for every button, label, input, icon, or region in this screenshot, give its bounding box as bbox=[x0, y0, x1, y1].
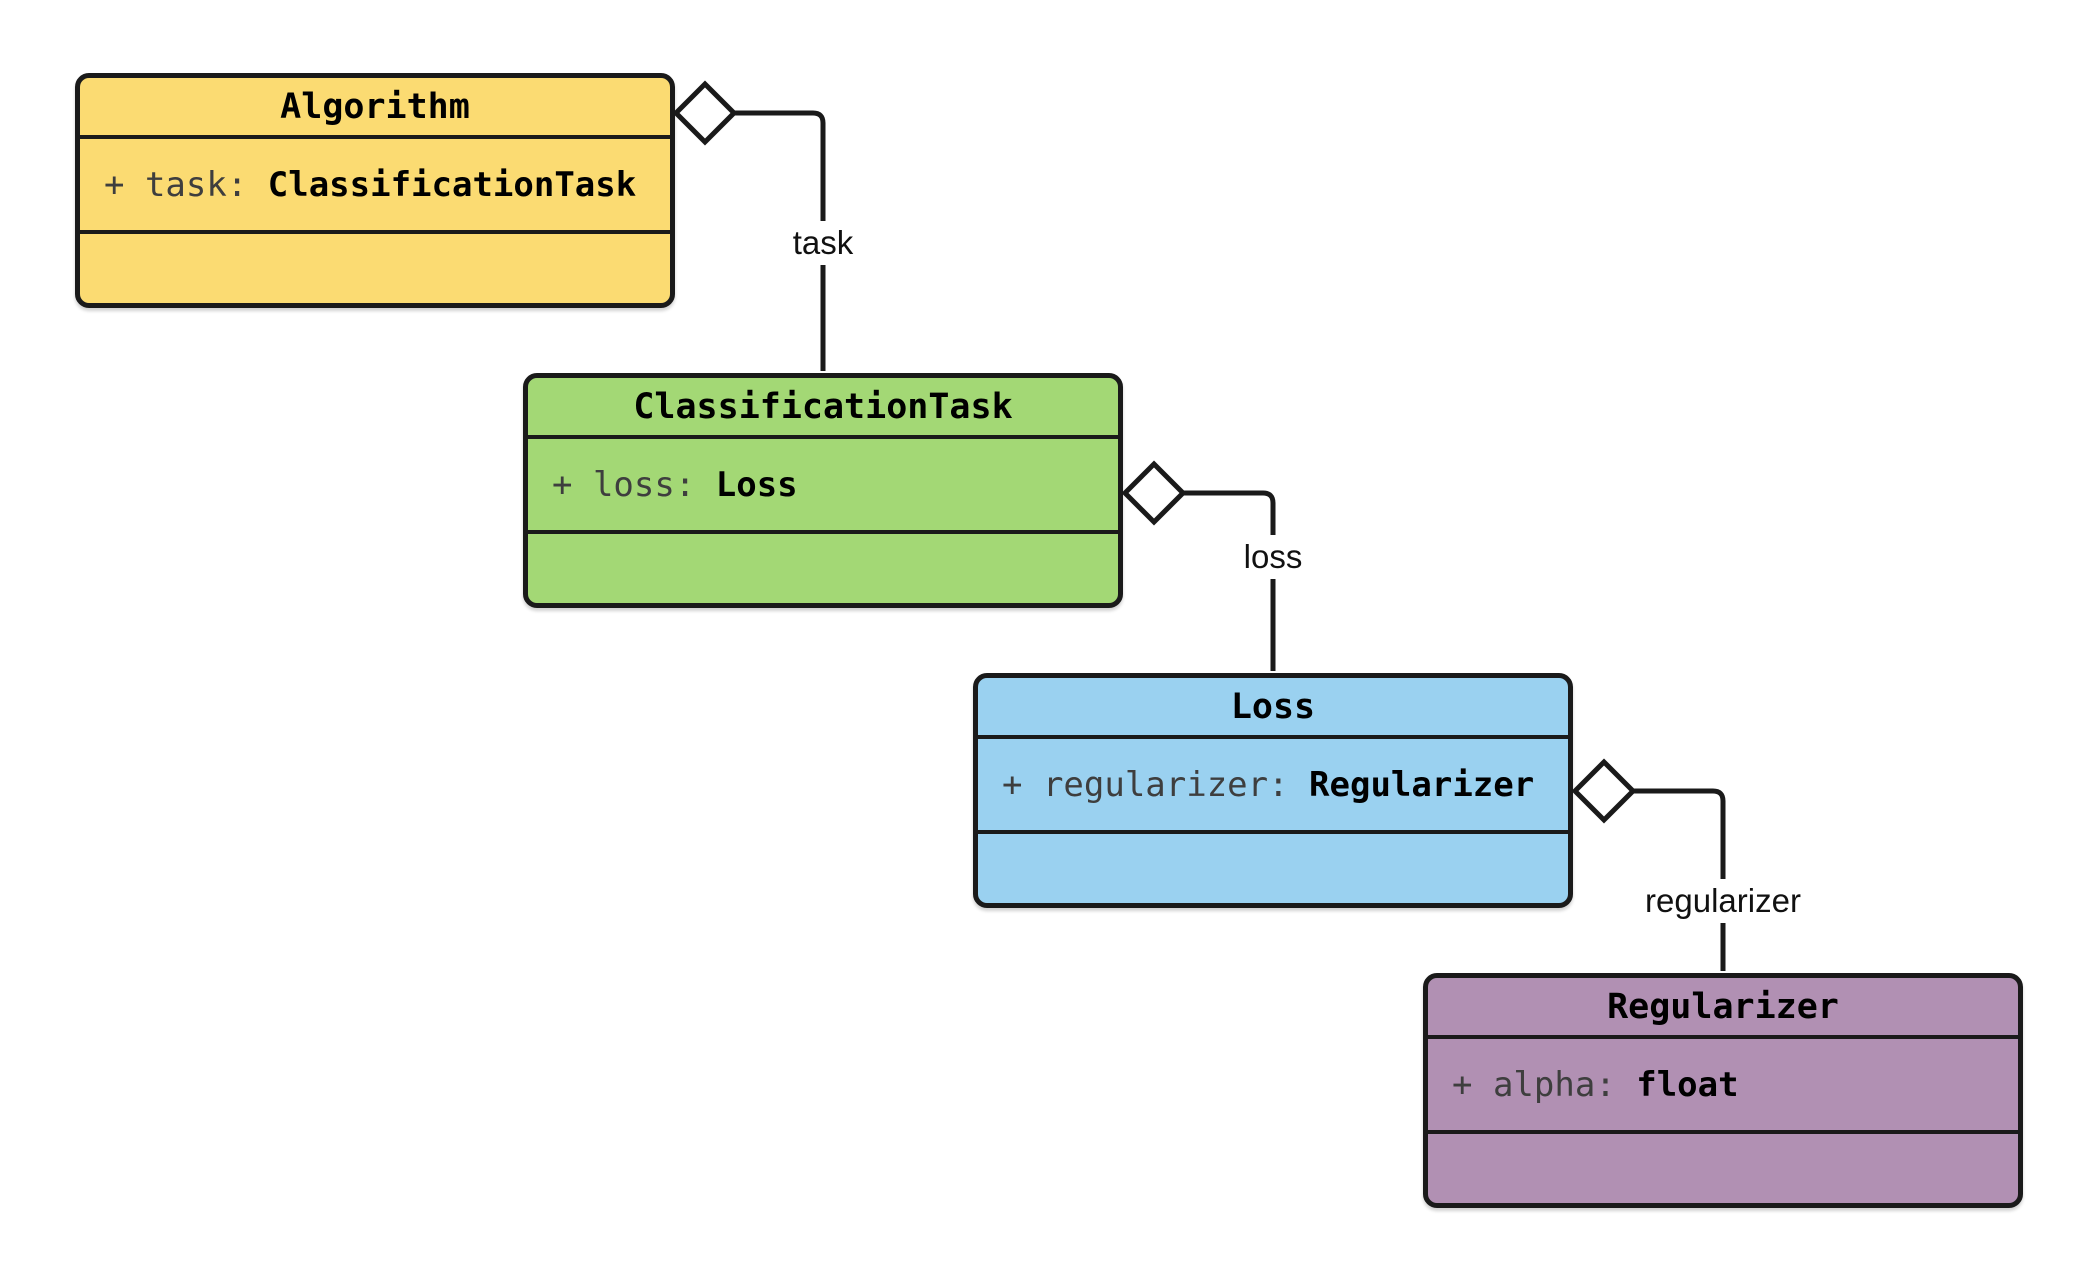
attribute-type: Loss bbox=[715, 464, 798, 505]
attribute-name: + task: bbox=[104, 164, 268, 205]
class-title: Algorithm bbox=[80, 78, 670, 139]
edge-label-loss: loss bbox=[1234, 535, 1312, 579]
class-methods-empty bbox=[1428, 1134, 2018, 1203]
class-box-classificationtask: ClassificationTask + loss: Loss bbox=[523, 373, 1123, 608]
class-title: Loss bbox=[978, 678, 1568, 739]
attribute-type: float bbox=[1636, 1064, 1739, 1105]
aggregation-diamond-icon bbox=[672, 80, 738, 146]
class-box-loss: Loss + regularizer: Regularizer bbox=[973, 673, 1573, 908]
class-attributes: + alpha: float bbox=[1428, 1039, 2018, 1134]
class-attributes: + regularizer: Regularizer bbox=[978, 739, 1568, 834]
aggregation-diamond-icon bbox=[1571, 758, 1637, 824]
class-attributes: + loss: Loss bbox=[528, 439, 1118, 534]
edge-label-task: task bbox=[783, 221, 863, 265]
class-box-regularizer: Regularizer + alpha: float bbox=[1423, 973, 2023, 1208]
class-methods-empty bbox=[80, 234, 670, 303]
class-title: ClassificationTask bbox=[528, 378, 1118, 439]
edge-label-regularizer: regularizer bbox=[1636, 879, 1810, 923]
class-title: Regularizer bbox=[1428, 978, 2018, 1039]
class-box-algorithm: Algorithm + task: ClassificationTask bbox=[75, 73, 675, 308]
class-attributes: + task: ClassificationTask bbox=[80, 139, 670, 234]
attribute-type: ClassificationTask bbox=[267, 164, 637, 205]
class-methods-empty bbox=[978, 834, 1568, 903]
attribute-name: + regularizer: bbox=[1002, 764, 1310, 805]
attribute-name: + alpha: bbox=[1452, 1064, 1637, 1105]
connector-classificationtask-loss bbox=[1183, 490, 1276, 671]
attribute-type: Regularizer bbox=[1309, 764, 1535, 805]
aggregation-diamond-icon bbox=[1121, 460, 1187, 526]
class-methods-empty bbox=[528, 534, 1118, 603]
attribute-name: + loss: bbox=[552, 464, 716, 505]
